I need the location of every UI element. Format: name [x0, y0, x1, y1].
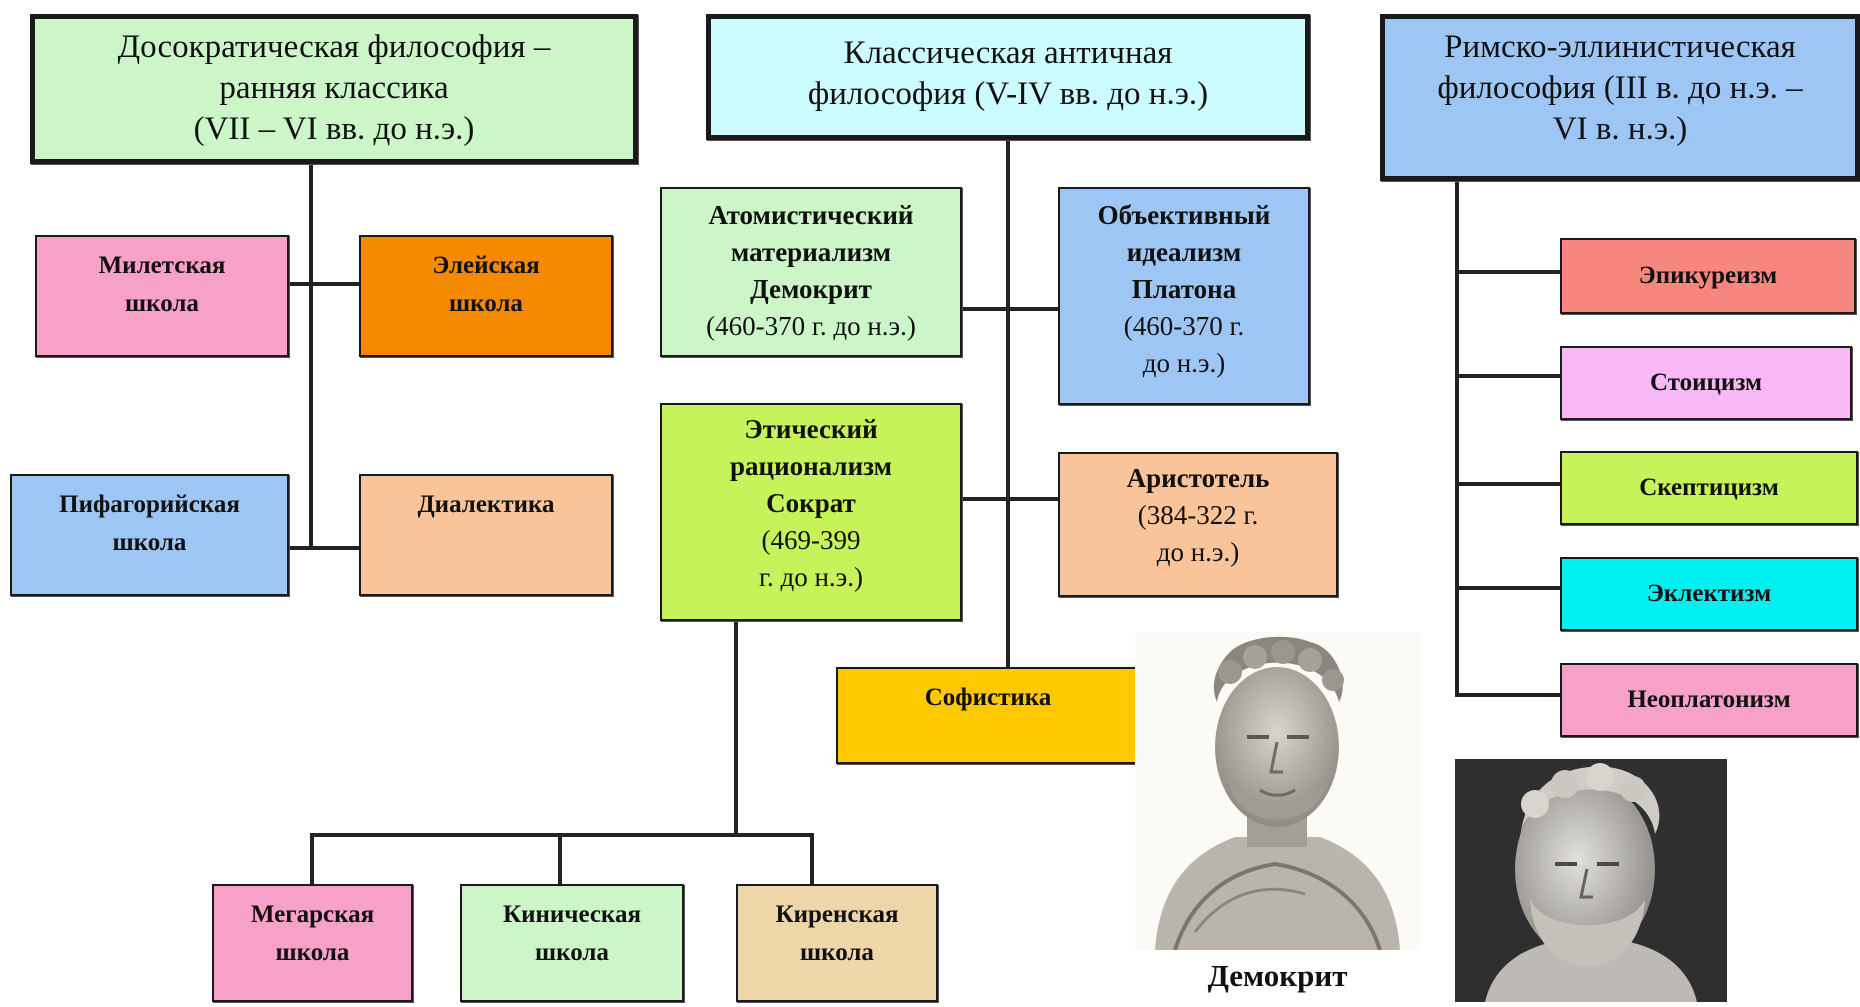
header-line: VI в. н.э.)	[1552, 111, 1688, 147]
box-line: Стоицизм	[1649, 369, 1763, 396]
box-line: Неоплатонизм	[1627, 686, 1791, 713]
stoicism-box: Стоицизм	[1560, 346, 1852, 420]
header-line: ранняя классика	[219, 70, 449, 106]
box-line: Объективный	[1097, 200, 1271, 230]
eclecticism-box: Эклектизм	[1560, 557, 1858, 631]
box-line: Милетская	[98, 252, 226, 279]
connector	[734, 620, 738, 835]
neoplatonism-box: Неоплатонизм	[1560, 663, 1858, 737]
box-line: Диалектика	[417, 491, 555, 518]
box-line: школа	[112, 529, 187, 556]
connector	[310, 833, 314, 885]
connector	[558, 833, 562, 885]
epicureanism-box: Эпикуреизм	[1560, 238, 1856, 314]
philosopher-portrait	[1455, 759, 1727, 1002]
box-line: до н.э.)	[1142, 348, 1226, 378]
connector	[960, 497, 1060, 501]
header-line: философия (V-IV вв. до н.э.)	[807, 76, 1209, 112]
box-line: материализм	[730, 237, 892, 267]
connector	[810, 833, 814, 885]
pythagorean-school-box: Пифагорийская школа	[10, 474, 289, 596]
connector	[1455, 482, 1560, 486]
skepticism-box: Скептицизм	[1560, 451, 1858, 525]
connector	[1455, 374, 1560, 378]
sophistry-box: Софистика	[836, 667, 1140, 764]
democritus-caption: Демокрит	[1207, 958, 1348, 993]
presocratic-header: Досократическая философия – ранняя класс…	[30, 14, 638, 164]
box-line: Скептицизм	[1639, 474, 1779, 501]
atomism-box: Атомистический материализм Демокрит (460…	[660, 187, 962, 357]
connector	[285, 282, 362, 286]
box-line: школа	[449, 290, 523, 317]
header-line: (VII – VI вв. до н.э.)	[193, 111, 475, 147]
box-line: Аристотель	[1126, 463, 1270, 493]
aristotle-box: Аристотель (384-322 г. до н.э.)	[1058, 452, 1338, 597]
democritus-portrait	[1135, 632, 1420, 951]
box-line: Эклектизм	[1646, 580, 1772, 607]
header-line: философия (III в. до н.э. –	[1437, 70, 1803, 106]
box-line: школа	[275, 939, 350, 966]
box-line: школа	[125, 290, 199, 317]
connector	[310, 833, 814, 837]
box-line: Киническая	[503, 901, 641, 928]
box-line: Пифагорийская	[59, 491, 240, 518]
box-line: Демокрит	[750, 274, 872, 304]
hellenistic-header: Римско-эллинистическая философия (III в.…	[1380, 14, 1860, 181]
box-line: Платона	[1131, 274, 1237, 304]
box-line: (460-370 г.	[1123, 311, 1245, 341]
connector	[309, 165, 313, 550]
cynic-school-box: Киническая школа	[460, 884, 684, 1002]
header-line: Римско-эллинистическая	[1444, 29, 1796, 65]
box-line: Атомистический	[708, 200, 914, 230]
connector	[1455, 586, 1560, 590]
connector	[960, 307, 1060, 311]
box-line: Этический	[744, 414, 878, 444]
box-line: до н.э.)	[1156, 537, 1240, 567]
bust-drawing	[1155, 636, 1400, 951]
connector	[1455, 693, 1560, 697]
box-line: (460-370 г. до н.э.)	[706, 311, 916, 341]
rationalism-box: Этический рационализм Сократ (469-399 г.…	[660, 403, 962, 621]
cyrenaic-school-box: Киренская школа	[736, 884, 938, 1002]
connector	[1006, 137, 1010, 667]
box-line: Мегарская	[250, 901, 375, 928]
header-line: Классическая античная	[843, 35, 1173, 71]
box-line: школа	[800, 939, 874, 966]
miletus-school-box: Милетская школа	[35, 235, 289, 357]
box-line: Эпикуреизм	[1638, 262, 1778, 289]
box-line: рационализм	[730, 451, 892, 481]
bust-drawing	[1455, 759, 1727, 1002]
box-line: (384-322 г.	[1137, 500, 1259, 530]
box-line: Киренская	[775, 901, 899, 928]
box-line: Элейская	[432, 252, 540, 279]
classical-header: Классическая античная философия (V-IV вв…	[706, 14, 1310, 140]
box-line: идеализм	[1126, 237, 1242, 267]
idealism-box: Объективный идеализм Платона (460-370 г.…	[1058, 187, 1310, 405]
box-line: г. до н.э.)	[758, 562, 864, 592]
eleatic-school-box: Элейская школа	[359, 235, 613, 357]
box-line: (469-399	[761, 525, 861, 555]
megarian-school-box: Мегарская школа	[212, 884, 413, 1002]
box-line: Сократ	[766, 488, 856, 518]
connector	[285, 546, 362, 550]
box-line: школа	[535, 939, 609, 966]
header-line: Досократическая философия –	[117, 29, 551, 65]
connector	[1455, 270, 1560, 274]
connector	[1455, 178, 1459, 697]
dialectics-box: Диалектика	[359, 474, 613, 596]
box-line: Софистика	[924, 684, 1052, 711]
